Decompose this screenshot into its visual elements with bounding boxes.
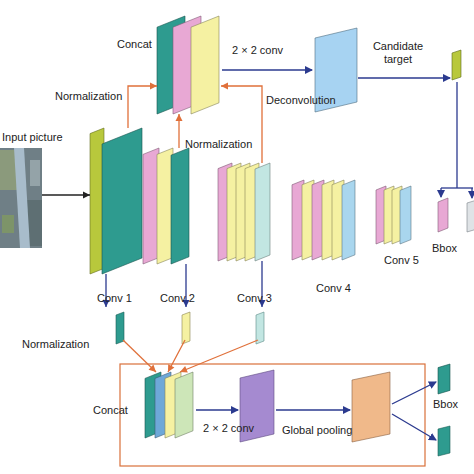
connector-label: Deconvolution [266,94,336,107]
arrow-head [149,365,156,372]
connector-label: Normalization [185,138,252,151]
bbox-map [467,200,474,232]
connector [42,192,90,199]
input-image [0,148,42,248]
pooling-block [352,372,390,442]
connector-line [180,340,258,372]
arrow [440,188,441,197]
connector-line [221,86,262,163]
module-frame [120,364,425,466]
arrow [392,414,436,440]
layer-label: Concat [93,404,128,417]
layer-label: Conv 2 [160,292,195,305]
image-background [0,148,42,248]
annotation-label: Candidate target [366,40,430,66]
connector [128,83,157,129]
bbox-map [438,426,450,456]
arrow-head [150,83,157,90]
connector [180,261,266,373]
candidate-map [452,50,461,80]
feature-map-node: Input picture [0,148,42,248]
arrow [222,69,312,70]
connector-line [128,86,157,128]
arrow [471,188,472,198]
image-patch [2,215,14,233]
image-patch [30,160,40,186]
connector-line [123,340,156,372]
line [456,82,457,188]
annotation-label: 2 × 2 conv [232,44,283,57]
feature-map-node: Conv 3 [218,163,270,261]
layer-label: Conv 3 [237,292,272,305]
arrow [276,409,350,410]
connector [221,83,262,164]
arrow-head [168,364,174,372]
layer-label: Bbox [433,398,458,411]
arrow-head [83,192,90,199]
layer-label: Conv 5 [384,254,419,267]
layer-label: Input picture [2,131,63,144]
normalized-map [256,312,264,344]
feature-map-slab [175,372,193,438]
line [441,187,473,188]
arrow-head [221,83,228,90]
connector [103,274,157,372]
feature-map-slab [157,148,173,264]
connector [168,264,190,372]
normalized-map [116,312,124,344]
feature-map-slab [438,198,448,232]
feature-map-node: Bbox [438,198,448,232]
feature-map-slab [400,186,411,244]
arrow [358,77,450,78]
feature-map-node: Concat [157,16,221,114]
arrow [196,409,238,410]
layer-label: Concat [117,38,152,51]
arrow-head [176,114,183,121]
feature-map-node: Conv 5 [376,186,412,244]
feature-map-slab [143,148,159,264]
annotation-label: 2 × 2 conv [203,422,254,435]
connector-line [42,194,90,195]
feature-map-slab [102,128,142,274]
layer-label: Bbox [432,242,457,255]
feature-map-node: Conv 1 [90,128,142,274]
feature-map-node: Conv 2 [143,148,189,264]
annotation-label: Global pooling [282,424,352,437]
connector [176,114,183,148]
normalized-map [182,312,190,344]
feature-map-slab [342,180,355,260]
connector-label: Normalization [22,338,89,351]
layer-label: Conv 1 [97,292,132,305]
feature-map-slab [255,163,270,261]
feature-map-node: Concat [145,372,195,438]
layer-label: Conv 4 [316,282,351,295]
feature-map-slab [171,148,189,264]
arrow [392,382,436,404]
feature-map-node: Conv 4 [292,180,360,260]
flow-arrows [196,70,473,440]
connector-label: Normalization [55,90,122,103]
connector-line [168,340,185,372]
feature-map-node: Bbox [438,364,450,394]
arrow-head [180,366,188,372]
feature-map-slab [438,364,450,394]
image-building [14,148,30,248]
feature-map-slab [191,16,219,114]
